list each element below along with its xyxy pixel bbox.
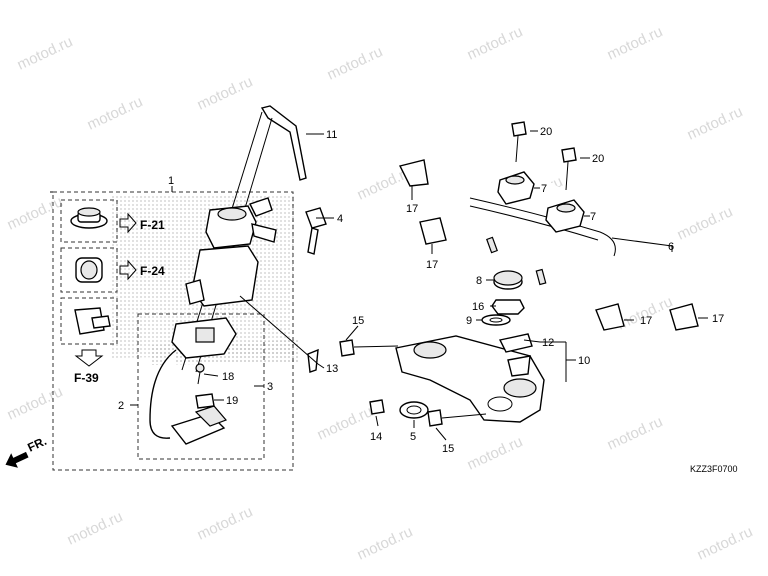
collar — [399, 401, 429, 419]
reference-f24: F-24 — [140, 264, 165, 278]
watermark: motod.ru — [195, 503, 256, 543]
callout-17: 17 — [640, 315, 652, 327]
ref-box-f21 — [60, 199, 118, 243]
clip-part-icon — [74, 307, 111, 335]
top-bridge — [395, 333, 545, 423]
leader-lines — [50, 130, 708, 441]
clip-icon — [195, 393, 215, 409]
callout-6: 6 — [668, 241, 674, 253]
cap-part-icon — [70, 207, 108, 229]
stem-nut — [491, 299, 525, 315]
long-bolt — [427, 409, 487, 427]
grommet-part-icon — [75, 257, 103, 283]
callout-1: 1 — [168, 175, 174, 187]
handlebar-holder — [497, 171, 535, 205]
ignition-switch-group-box — [52, 191, 294, 471]
arrow-right-icon — [119, 212, 137, 234]
watermark: motod.ru — [465, 433, 526, 473]
callout-18: 18 — [222, 371, 234, 383]
wire-clip — [419, 217, 447, 245]
callout-7: 7 — [541, 183, 547, 195]
watermark: motod.ru — [695, 523, 756, 563]
long-bolt — [339, 339, 399, 357]
watermark: motod.ru — [325, 43, 386, 83]
bolt-icon — [561, 147, 577, 191]
callout-16: 16 — [472, 301, 484, 313]
watermark: motod.ru — [195, 73, 256, 113]
watermark: motod.ru — [465, 23, 526, 63]
reference-f21: F-21 — [140, 218, 165, 232]
bolt-icon — [369, 399, 385, 415]
diagram-code: KZZ3F0700 — [690, 464, 738, 474]
callout-13: 13 — [326, 363, 338, 375]
callout-15: 15 — [442, 443, 454, 455]
watermark: motod.ru — [5, 193, 66, 233]
callout-17: 17 — [406, 203, 418, 215]
watermark: motod.ru — [65, 508, 126, 548]
stem-cap — [493, 270, 523, 290]
callout-7: 7 — [590, 211, 596, 223]
wire-clip — [398, 159, 429, 187]
wire-harness — [149, 349, 177, 439]
callout-19: 19 — [226, 395, 238, 407]
bolt-icon — [307, 348, 319, 373]
watermark: motod.ru — [605, 413, 666, 453]
arrow-down-icon — [74, 349, 104, 367]
watermark: motod.ru — [15, 33, 76, 73]
watermark: motod.ru — [605, 23, 666, 63]
watermark: motod.ru — [675, 203, 736, 243]
bolt-icon — [511, 121, 527, 163]
harness-plug — [170, 405, 228, 445]
callout-20: 20 — [540, 126, 552, 138]
ignition-switch-body — [185, 197, 277, 307]
switch-connector — [171, 317, 237, 359]
callout-8: 8 — [476, 275, 482, 287]
wire-clip — [595, 303, 625, 331]
watermark: motod.ru — [85, 93, 146, 133]
front-label: FR. — [25, 434, 48, 455]
callout-14: 14 — [370, 431, 382, 443]
screw-icon — [195, 363, 205, 385]
handlebar-mark — [535, 268, 547, 286]
handlebar-mark — [486, 236, 498, 254]
front-arrow-icon — [5, 451, 29, 468]
callout-11: 11 — [326, 129, 337, 141]
key-icon — [305, 207, 327, 255]
callout-5: 5 — [410, 431, 416, 443]
callout-17: 17 — [426, 259, 438, 271]
callout-3: 3 — [267, 381, 273, 393]
watermark: motod.ru — [615, 293, 676, 333]
watermark: motod.ru — [315, 403, 376, 443]
wire-clip — [669, 303, 699, 331]
ref-box-f24 — [60, 247, 118, 293]
washer — [481, 314, 511, 326]
watermark: motod.ru — [355, 523, 416, 563]
callout-17: 17 — [712, 313, 724, 325]
ref-box-f39 — [60, 297, 118, 345]
callout-4: 4 — [337, 213, 343, 225]
callout-10: 10 — [578, 355, 590, 367]
reference-f39: F-39 — [74, 371, 99, 385]
callout-9: 9 — [466, 315, 472, 327]
callout-15: 15 — [352, 315, 364, 327]
callout-12: 12 — [542, 337, 554, 349]
watermark: motod.ru — [5, 383, 66, 423]
arrow-right-icon — [119, 259, 137, 281]
callout-2: 2 — [118, 400, 124, 412]
handlebar-holder — [545, 199, 585, 233]
callout-20: 20 — [592, 153, 604, 165]
watermark: motod.ru — [685, 103, 746, 143]
